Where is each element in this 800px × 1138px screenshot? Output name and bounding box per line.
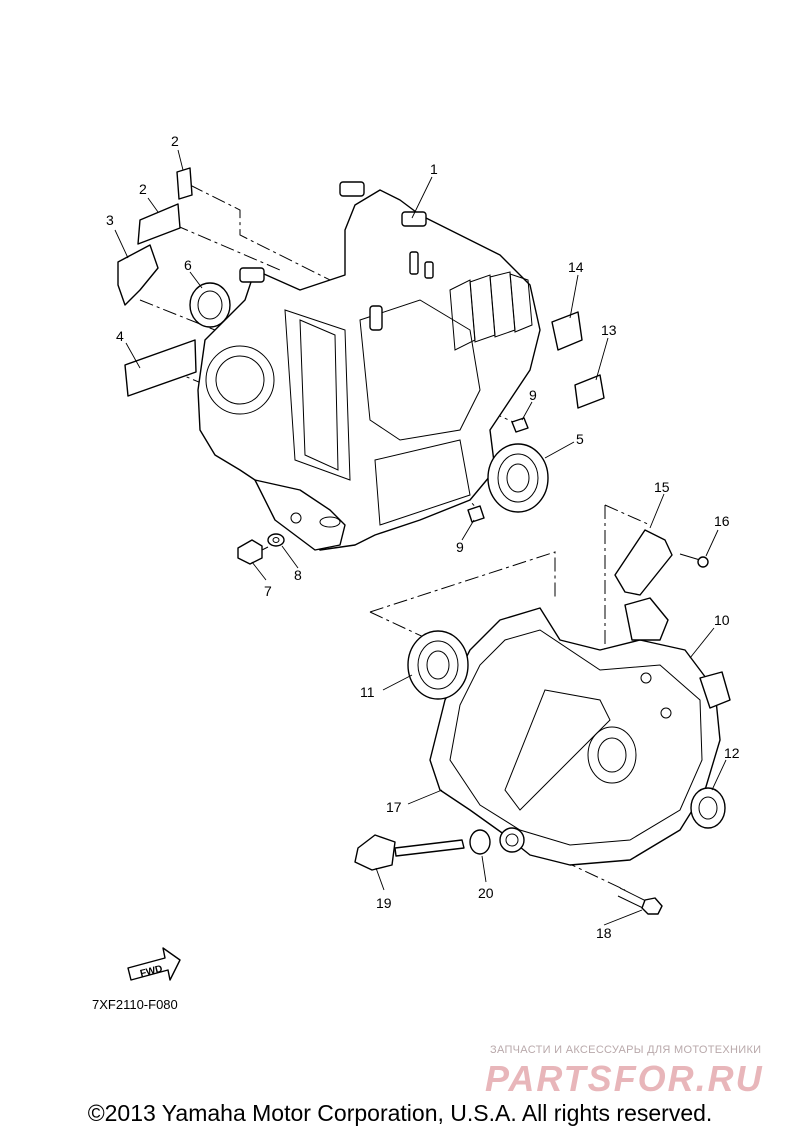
part-3-bracket bbox=[117, 244, 159, 306]
callout-3: 3 bbox=[106, 212, 114, 228]
part-15-cover-part-16-screw bbox=[614, 529, 709, 596]
part-7-bolt-part-8-washer bbox=[237, 533, 285, 565]
callout-6: 6 bbox=[184, 257, 192, 273]
callout-12: 12 bbox=[724, 745, 740, 761]
callout-5: 5 bbox=[576, 431, 584, 447]
callout-7: 7 bbox=[264, 583, 272, 599]
part-11-bearing bbox=[407, 630, 469, 700]
callout-18: 18 bbox=[596, 925, 612, 941]
crankcase-cover-10 bbox=[429, 597, 731, 866]
callout-9-upper: 9 bbox=[529, 387, 537, 403]
callout-20: 20 bbox=[478, 885, 494, 901]
callout-19: 19 bbox=[376, 895, 392, 911]
watermark-tagline: ЗАПЧАСТИ И АКСЕССУАРЫ ДЛЯ МОТОТЕХНИКИ bbox=[490, 1044, 762, 1056]
part-6-oil-seal bbox=[189, 282, 231, 328]
callout-13: 13 bbox=[601, 322, 617, 338]
part-9-dowel-pins bbox=[467, 417, 529, 523]
callout-2-upper: 2 bbox=[171, 133, 179, 149]
callout-1: 1 bbox=[430, 161, 438, 177]
part-2-gaskets bbox=[137, 167, 193, 245]
callout-14: 14 bbox=[568, 259, 584, 275]
part-4-plate bbox=[124, 339, 197, 397]
part-19-dipstick-part-20-o-ring bbox=[354, 829, 491, 871]
callout-labels: 1 2 2 3 4 6 14 13 9 5 9 7 8 15 16 10 11 … bbox=[106, 133, 740, 941]
diagram-code: 7XF2110-F080 bbox=[92, 997, 178, 1012]
parts-13-14-clips bbox=[551, 311, 605, 409]
callout-4: 4 bbox=[116, 328, 124, 344]
callout-2-lower: 2 bbox=[139, 181, 147, 197]
callout-10: 10 bbox=[714, 612, 730, 628]
callout-15: 15 bbox=[654, 479, 670, 495]
callout-11: 11 bbox=[360, 684, 375, 700]
leader-lines bbox=[114, 149, 727, 926]
part-12-oil-seal bbox=[690, 787, 726, 829]
copyright-notice: ©2013 Yamaha Motor Corporation, U.S.A. A… bbox=[87, 1100, 713, 1126]
fwd-label: FWD bbox=[139, 964, 164, 980]
crankcase-1 bbox=[197, 181, 541, 551]
callout-16: 16 bbox=[714, 513, 730, 529]
fwd-arrow-icon: FWD bbox=[127, 947, 181, 981]
part-18-bolt bbox=[617, 887, 663, 915]
callout-8: 8 bbox=[294, 567, 302, 583]
watermark-logo: PARTSFOR.RU bbox=[485, 1058, 764, 1099]
callout-9-lower: 9 bbox=[456, 539, 464, 555]
part-5-bearing bbox=[487, 443, 549, 513]
callout-17: 17 bbox=[386, 799, 402, 815]
